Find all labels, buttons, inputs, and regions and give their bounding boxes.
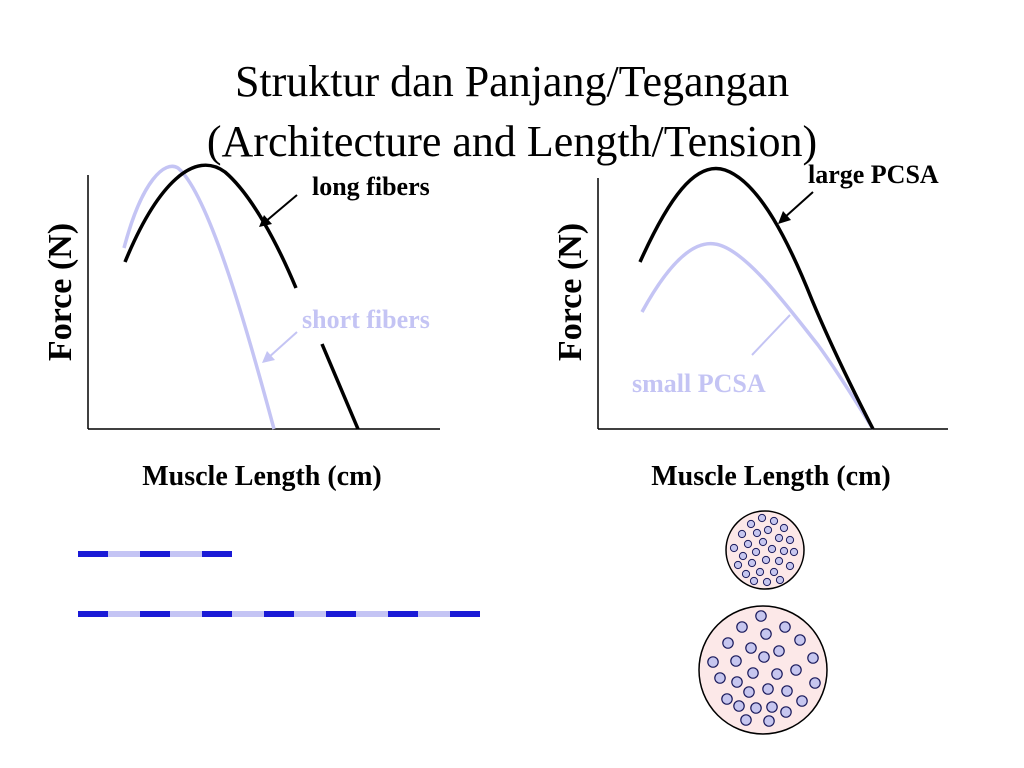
small-pcsa-label: small PCSA (632, 369, 766, 398)
strip-segment-light (232, 611, 264, 617)
strip-segment-light (170, 611, 202, 617)
title-line-1: Struktur dan Panjang/Tegangan (234, 57, 790, 106)
right-y-axis-label: Force (N) (552, 223, 589, 361)
large-cross-section-fibers (707, 610, 821, 727)
strip-segment-dark (78, 611, 108, 617)
strip-segment-light (108, 551, 140, 557)
short-fiber-strip (78, 551, 232, 557)
left-y-axis-label: Force (N) (42, 223, 79, 361)
left-plot: long fibers short fibers Force (N) Muscl… (42, 163, 440, 492)
strip-segment-dark (202, 551, 232, 557)
short-fibers-arrow (262, 331, 298, 363)
slide-title: Struktur dan Panjang/Tegangan (Architect… (0, 52, 1024, 172)
strip-segment-dark (140, 611, 170, 617)
strip-segment-dark (450, 611, 480, 617)
short-fibers-label: short fibers (302, 305, 430, 334)
small-cross-section (725, 510, 805, 590)
large-cross-section-outline (698, 605, 828, 735)
strip-segment-dark (264, 611, 294, 617)
title-line-2: (Architecture and Length/Tension) (206, 117, 818, 166)
large-pcsa-label: large PCSA (808, 160, 939, 189)
strip-segment-light (294, 611, 326, 617)
strip-segment-light (108, 611, 140, 617)
small-pcsa-pointer (751, 314, 791, 356)
large-pcsa-curve (638, 166, 875, 430)
strip-segment-dark (78, 551, 108, 557)
long-fibers-label: long fibers (312, 172, 430, 201)
strip-segment-light (170, 551, 202, 557)
small-cross-section-fibers (729, 513, 799, 587)
short-fibers-curve (122, 164, 276, 430)
strip-segment-dark (140, 551, 170, 557)
long-fibers-curve-lower (320, 343, 360, 430)
large-cross-section (698, 605, 828, 735)
strip-segment-dark (388, 611, 418, 617)
strip-segment-light (356, 611, 388, 617)
right-plot: large PCSA small PCSA Force (N) Muscle L… (552, 160, 948, 492)
strip-segment-light (418, 611, 450, 617)
strip-segment-dark (202, 611, 232, 617)
long-fibers-arrow (259, 194, 298, 227)
small-pcsa-curve (640, 241, 875, 430)
large-pcsa-arrow (778, 191, 814, 224)
left-x-axis-label: Muscle Length (cm) (142, 461, 382, 492)
long-fiber-strip (78, 611, 480, 617)
strip-segment-dark (326, 611, 356, 617)
long-fibers-curve-upper (123, 163, 298, 289)
right-x-axis-label: Muscle Length (cm) (651, 461, 891, 492)
